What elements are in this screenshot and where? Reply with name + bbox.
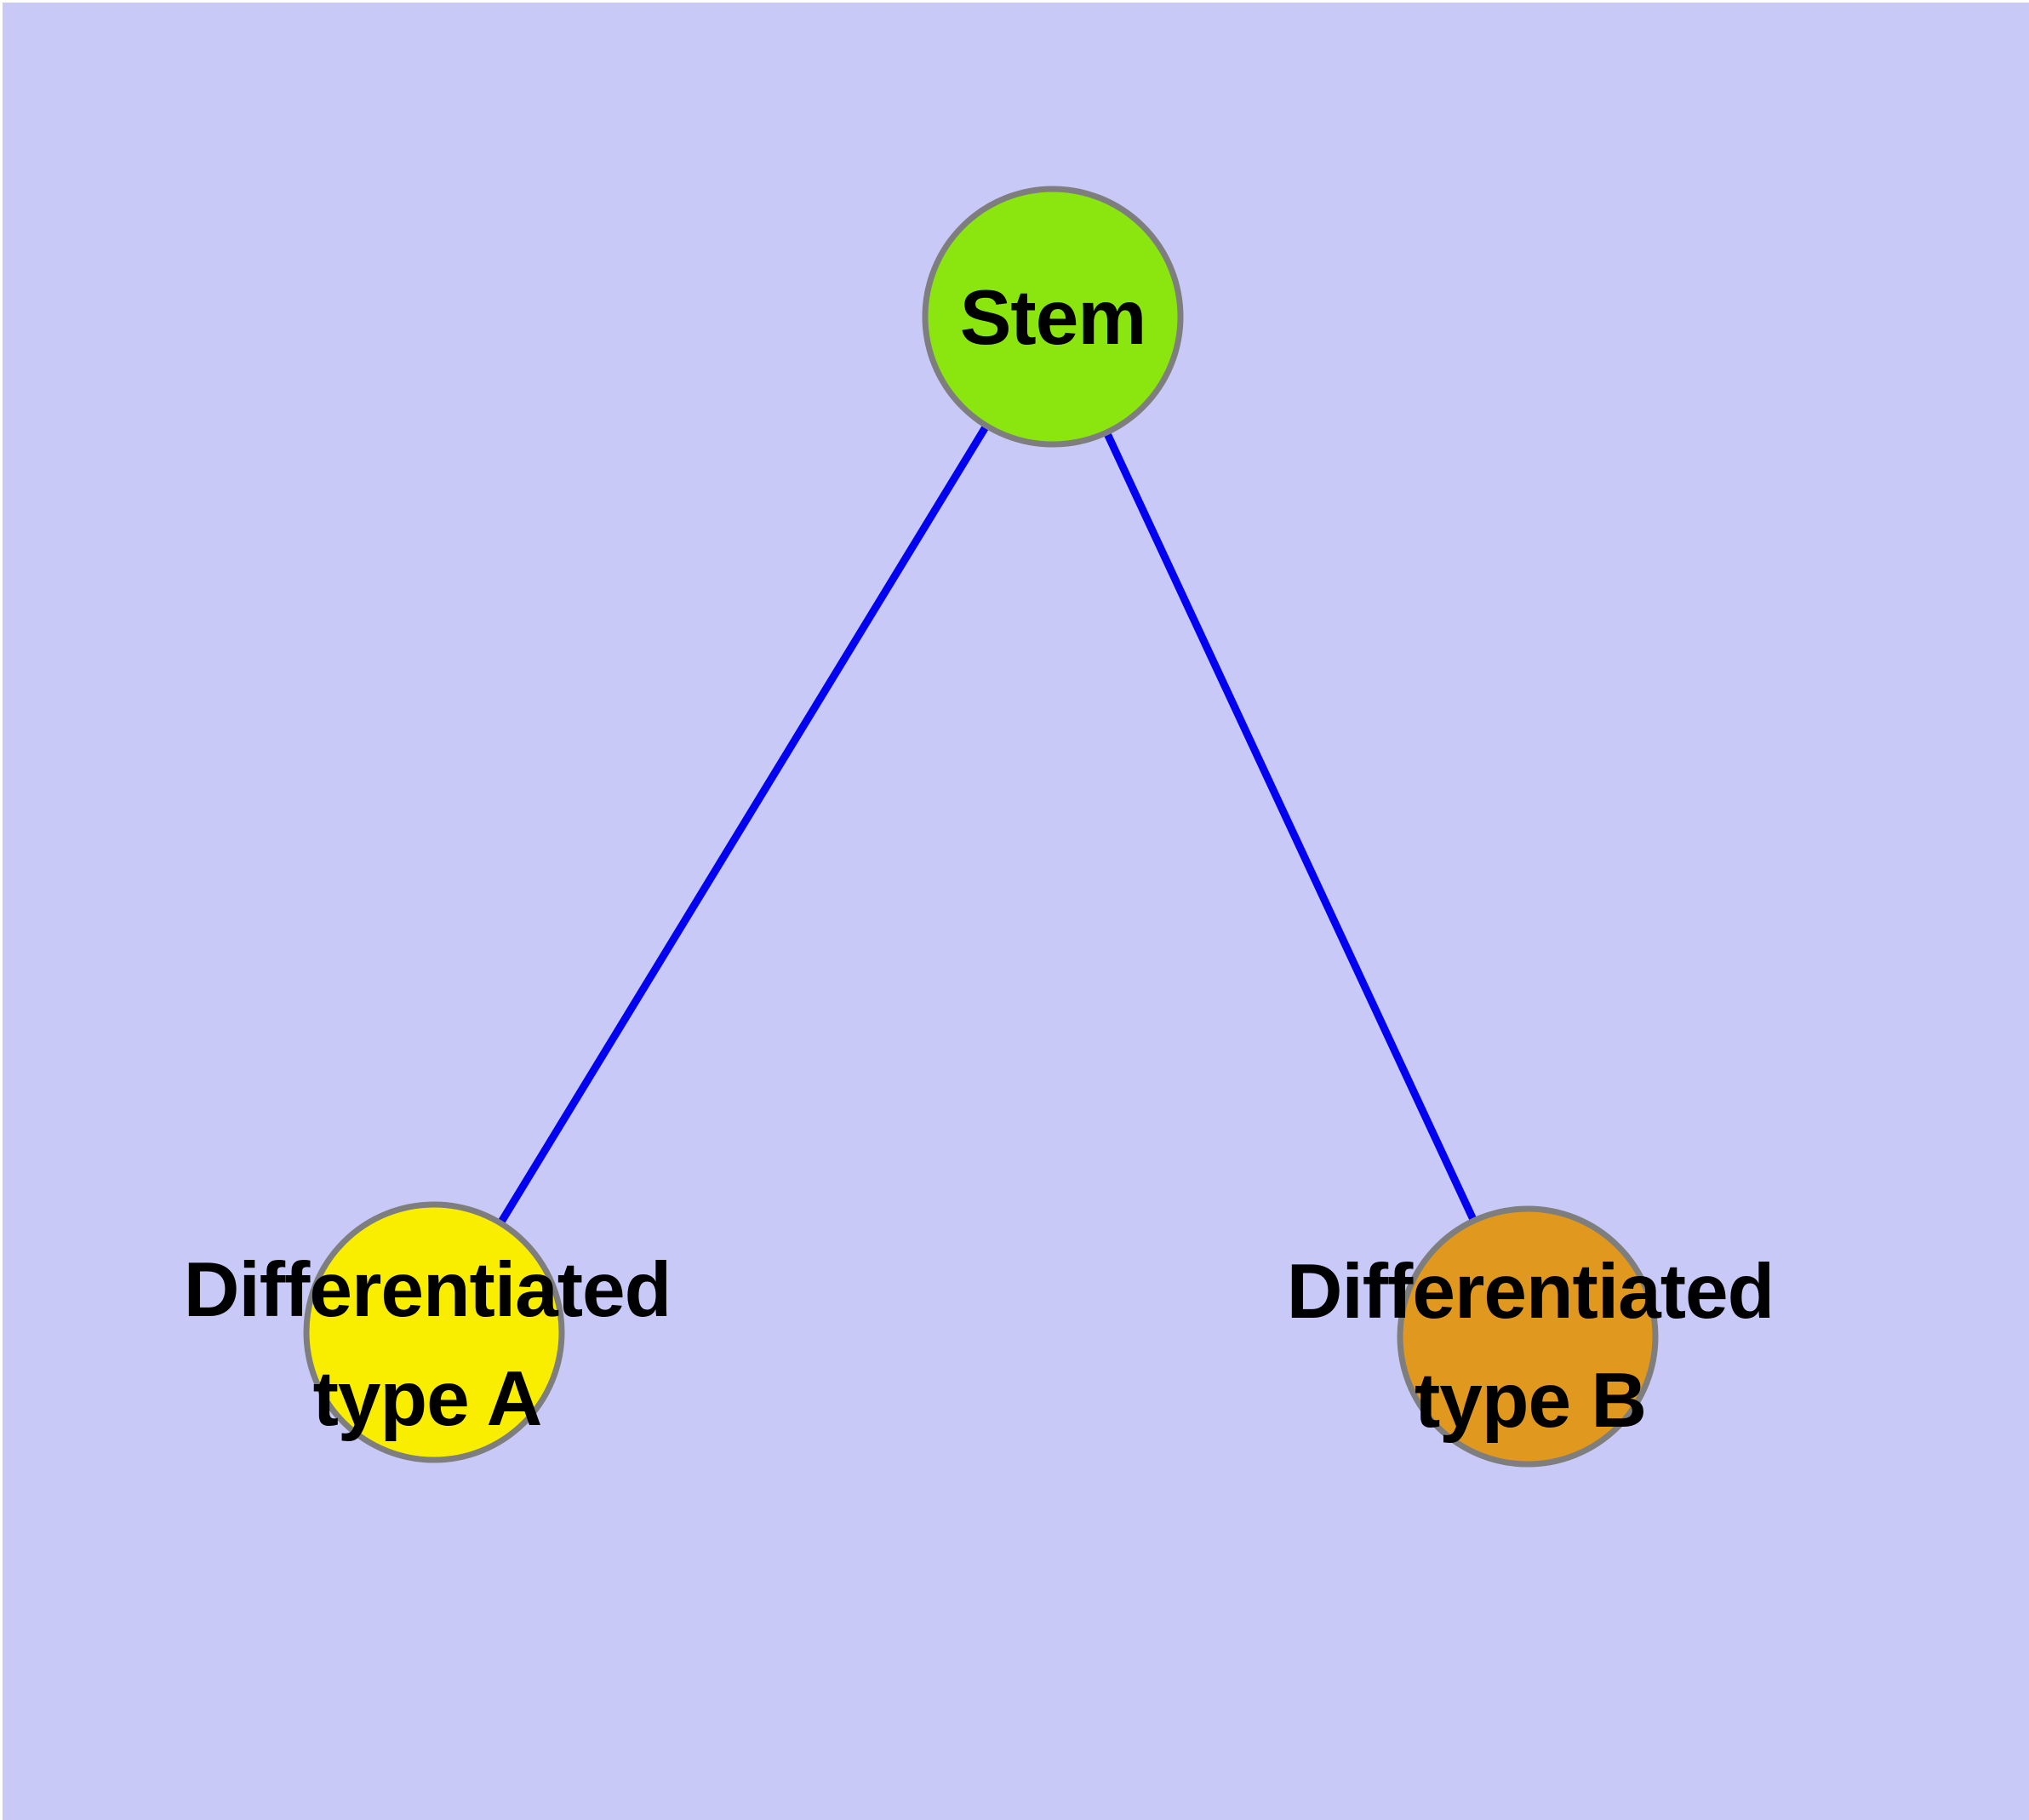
edge-group — [431, 314, 1532, 1338]
node-stem-circle — [922, 186, 1184, 448]
node-type-a-label-line2: type A — [313, 1356, 542, 1442]
node-type-b-circle — [1397, 1205, 1659, 1468]
node-type-b-label-line1: Differentiated — [1287, 1249, 1775, 1335]
node-type-a-circle — [303, 1201, 565, 1463]
node-type-a-label-line1: Differentiated — [184, 1247, 672, 1333]
node-group — [303, 186, 1659, 1468]
edge-stem-to-type-b — [1049, 315, 1532, 1338]
label-group: Stem Differentiated type A Differentiate… — [184, 275, 1775, 1444]
edge-stem-to-type-a — [431, 314, 1056, 1335]
node-stem-label: Stem — [960, 275, 1146, 361]
node-type-b-label-line2: type B — [1415, 1358, 1646, 1444]
